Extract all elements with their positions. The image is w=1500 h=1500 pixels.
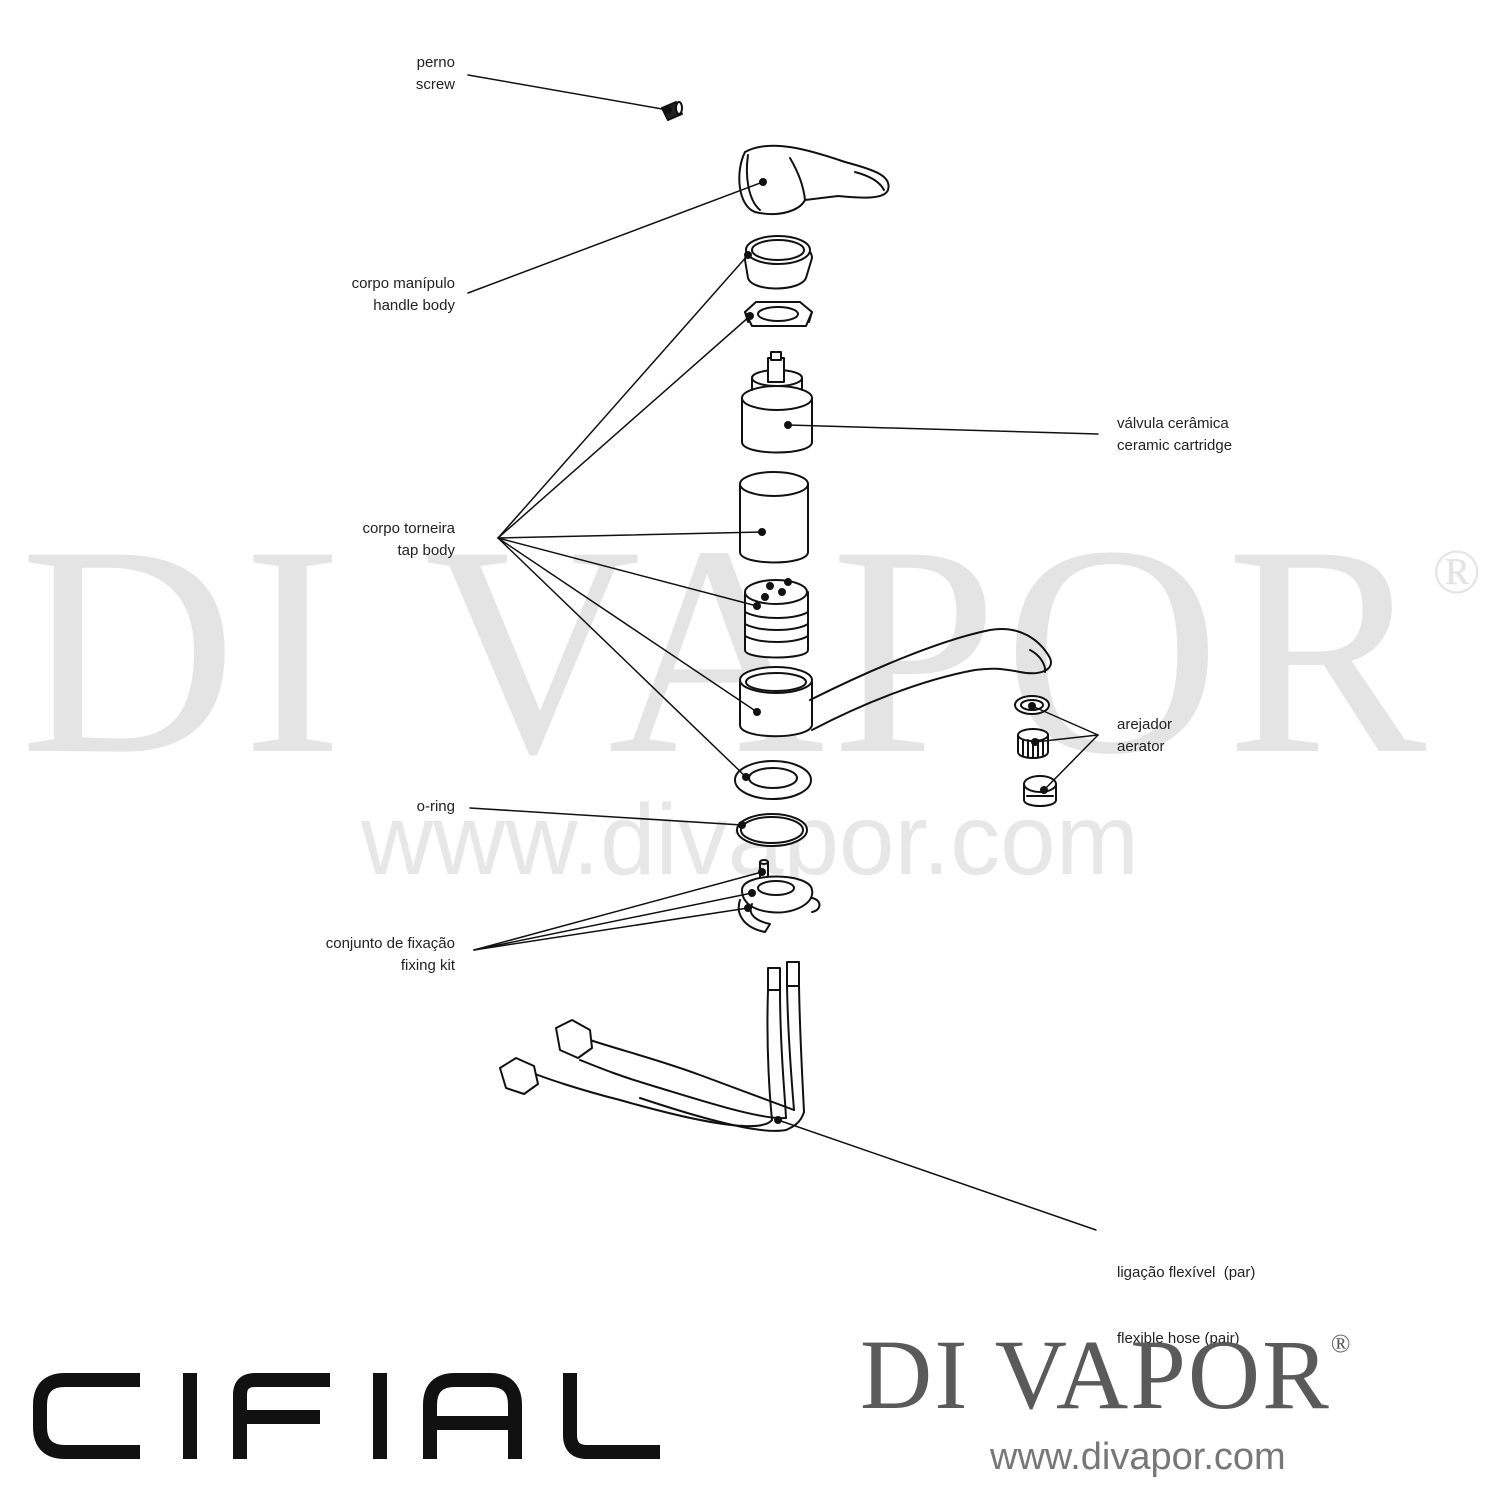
tap-body-spout-part <box>739 628 1052 738</box>
washer-part <box>734 760 812 800</box>
label-screw-en: screw <box>415 76 455 93</box>
label-tap-body: corpo torneira tap body <box>280 518 455 562</box>
handle-body-part <box>738 144 890 216</box>
label-aerator-en: aerator <box>1117 738 1165 755</box>
label-screw: perno screw <box>330 52 455 96</box>
cifial-logo <box>30 1365 670 1470</box>
watermark-brand: DI VAPOR® <box>20 484 1487 816</box>
label-aerator: arejador aerator <box>1117 714 1172 758</box>
tap-body-sleeve-part <box>739 471 809 564</box>
nut-part <box>744 301 813 327</box>
label-cartridge: válvula cerâmica ceramic cartridge <box>1117 413 1232 457</box>
flexible-hoses-part <box>499 961 805 1132</box>
label-cartridge-pt: válvula cerâmica <box>1117 415 1229 432</box>
label-handle-pt: corpo manípulo <box>351 275 455 292</box>
ceramic-cartridge-part <box>741 351 813 454</box>
label-fixing-kit-en: fixing kit <box>400 957 455 974</box>
cap-part <box>744 235 813 290</box>
label-cartridge-en: ceramic cartridge <box>1117 437 1233 454</box>
divapor-logo: DI VAPOR® <box>860 1319 1353 1430</box>
divapor-url: www.divapor.com <box>990 1436 1286 1478</box>
label-o-ring: o-ring <box>280 796 455 818</box>
label-o-ring-pt: o-ring <box>416 798 455 815</box>
label-aerator-pt: arejador <box>1117 716 1173 733</box>
aerator-parts <box>1014 695 1057 807</box>
label-handle-en: handle body <box>373 297 455 314</box>
callout-dots <box>664 106 1048 1124</box>
label-flexible-hose: ligação flexível (par) flexible hose (pa… <box>1117 1218 1255 1394</box>
label-tap-body-pt: corpo torneira <box>362 520 455 537</box>
label-screw-pt: perno <box>416 54 455 71</box>
label-tap-body-en: tap body <box>397 542 455 559</box>
leader-lines <box>467 74 1099 1231</box>
label-flexible-hose-en: flexible hose (pair) <box>1117 1330 1240 1347</box>
cifial-logo-mark <box>33 1373 660 1459</box>
o-ring-part <box>736 813 808 847</box>
mixer-insert-part <box>744 578 809 659</box>
label-fixing-kit-pt: conjunto de fixação <box>325 935 455 952</box>
label-handle: corpo manípulo handle body <box>280 273 455 317</box>
label-fixing-kit: conjunto de fixação fixing kit <box>255 933 455 977</box>
label-flexible-hose-pt: ligação flexível (par) <box>1117 1264 1256 1281</box>
